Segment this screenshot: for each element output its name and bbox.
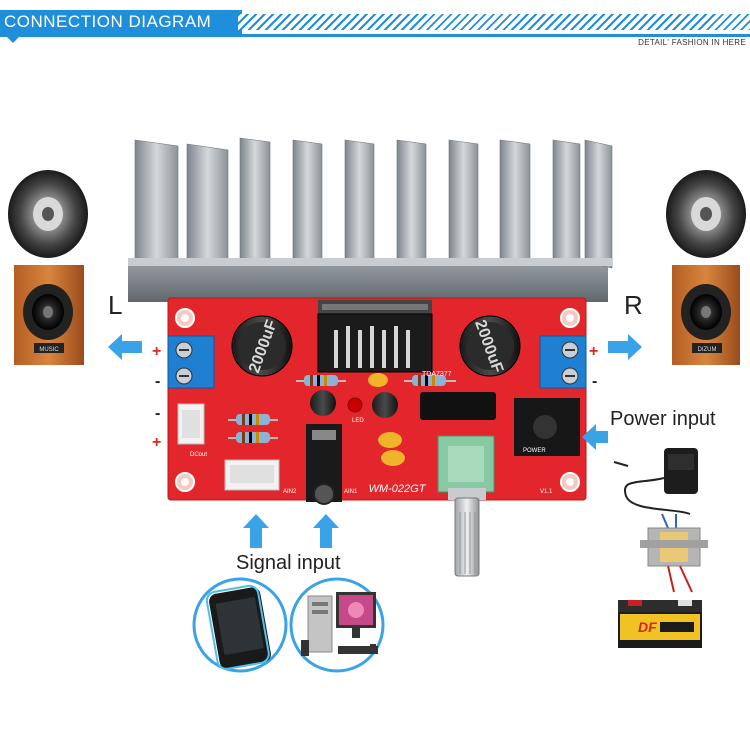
computer-icon: [291, 579, 383, 671]
left-output-arrow-icon: [108, 334, 142, 360]
power-jack-label: POWER: [523, 448, 546, 454]
car-battery-icon: DF: [618, 600, 702, 648]
board-version: V1.1: [540, 489, 553, 495]
dcout-label: DCout: [190, 452, 207, 458]
dc-plus-sign: +: [152, 434, 161, 452]
battery-brand: DF: [638, 619, 657, 635]
ain1-label: AIN1: [344, 489, 358, 495]
board-model-text: WM-022GT: [369, 483, 427, 495]
led-label: LED: [352, 418, 364, 424]
left-output-terminal: [168, 336, 214, 388]
left-plus-sign: +: [152, 343, 161, 361]
left-speaker-label: MUSIC: [39, 347, 59, 353]
dc-minus-sign: -: [155, 405, 160, 423]
ain2-label: AIN2: [283, 489, 297, 495]
amplifier-board: 2000uF 2000uF: [168, 298, 586, 576]
signal-input-arrow-2-icon: [243, 514, 269, 548]
left-minus-sign: -: [155, 373, 160, 391]
power-input-label: Power input: [610, 408, 716, 431]
right-speaker: DIZUM: [666, 170, 746, 365]
transformer-icon: [640, 514, 708, 592]
right-speaker-label: DIZUM: [698, 347, 717, 353]
right-minus-sign: -: [592, 373, 597, 391]
right-output-arrow-icon: [608, 334, 642, 360]
signal-input-label: Signal input: [236, 552, 341, 575]
right-channel-label: R: [624, 290, 643, 321]
right-output-terminal: [540, 336, 586, 388]
left-channel-label: L: [108, 290, 122, 321]
power-adapter-icon: [614, 448, 698, 514]
smartphone-icon: [194, 579, 286, 671]
signal-input-arrow-1-icon: [313, 514, 339, 548]
right-plus-sign: +: [589, 343, 598, 361]
heatsink: [128, 138, 612, 302]
left-speaker: MUSIC: [8, 170, 88, 365]
chip-label: TDA7377: [422, 371, 452, 378]
